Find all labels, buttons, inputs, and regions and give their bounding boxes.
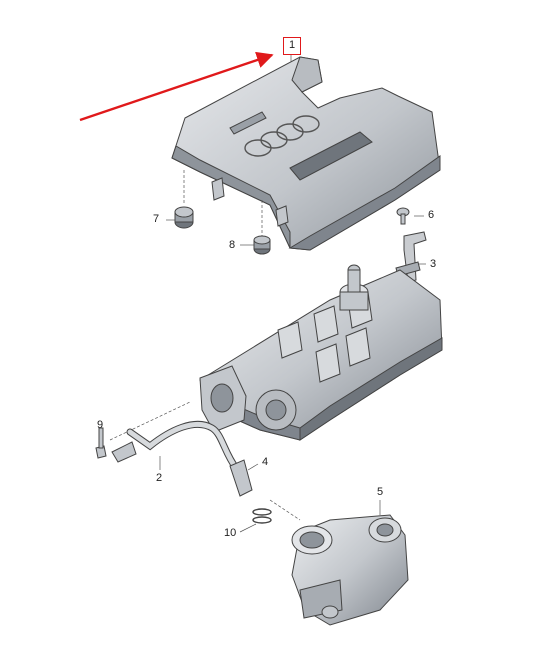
callout-8: 8 [229,239,236,251]
callout-6: 6 [428,209,435,221]
callout-4: 4 [262,456,269,468]
engine-cover [171,56,441,251]
red-pointer-arrow [79,51,274,122]
callout-2: 2 [156,472,163,484]
grommet-right [253,235,271,255]
callout-1: 1 [283,37,302,55]
callout-7: 7 [153,213,160,225]
bolt [95,427,107,459]
logo-rings-icon [244,115,320,157]
callout-3: 3 [430,258,437,270]
screw-top [396,207,410,225]
cylinder-head [199,264,443,441]
callout-10: 10 [224,527,237,539]
grommet-left [174,206,194,229]
coolant-pipe [111,420,253,497]
o-rings [252,508,272,524]
thermostat-housing [291,514,409,626]
callout-5: 5 [377,486,384,498]
callout-9: 9 [97,419,104,431]
